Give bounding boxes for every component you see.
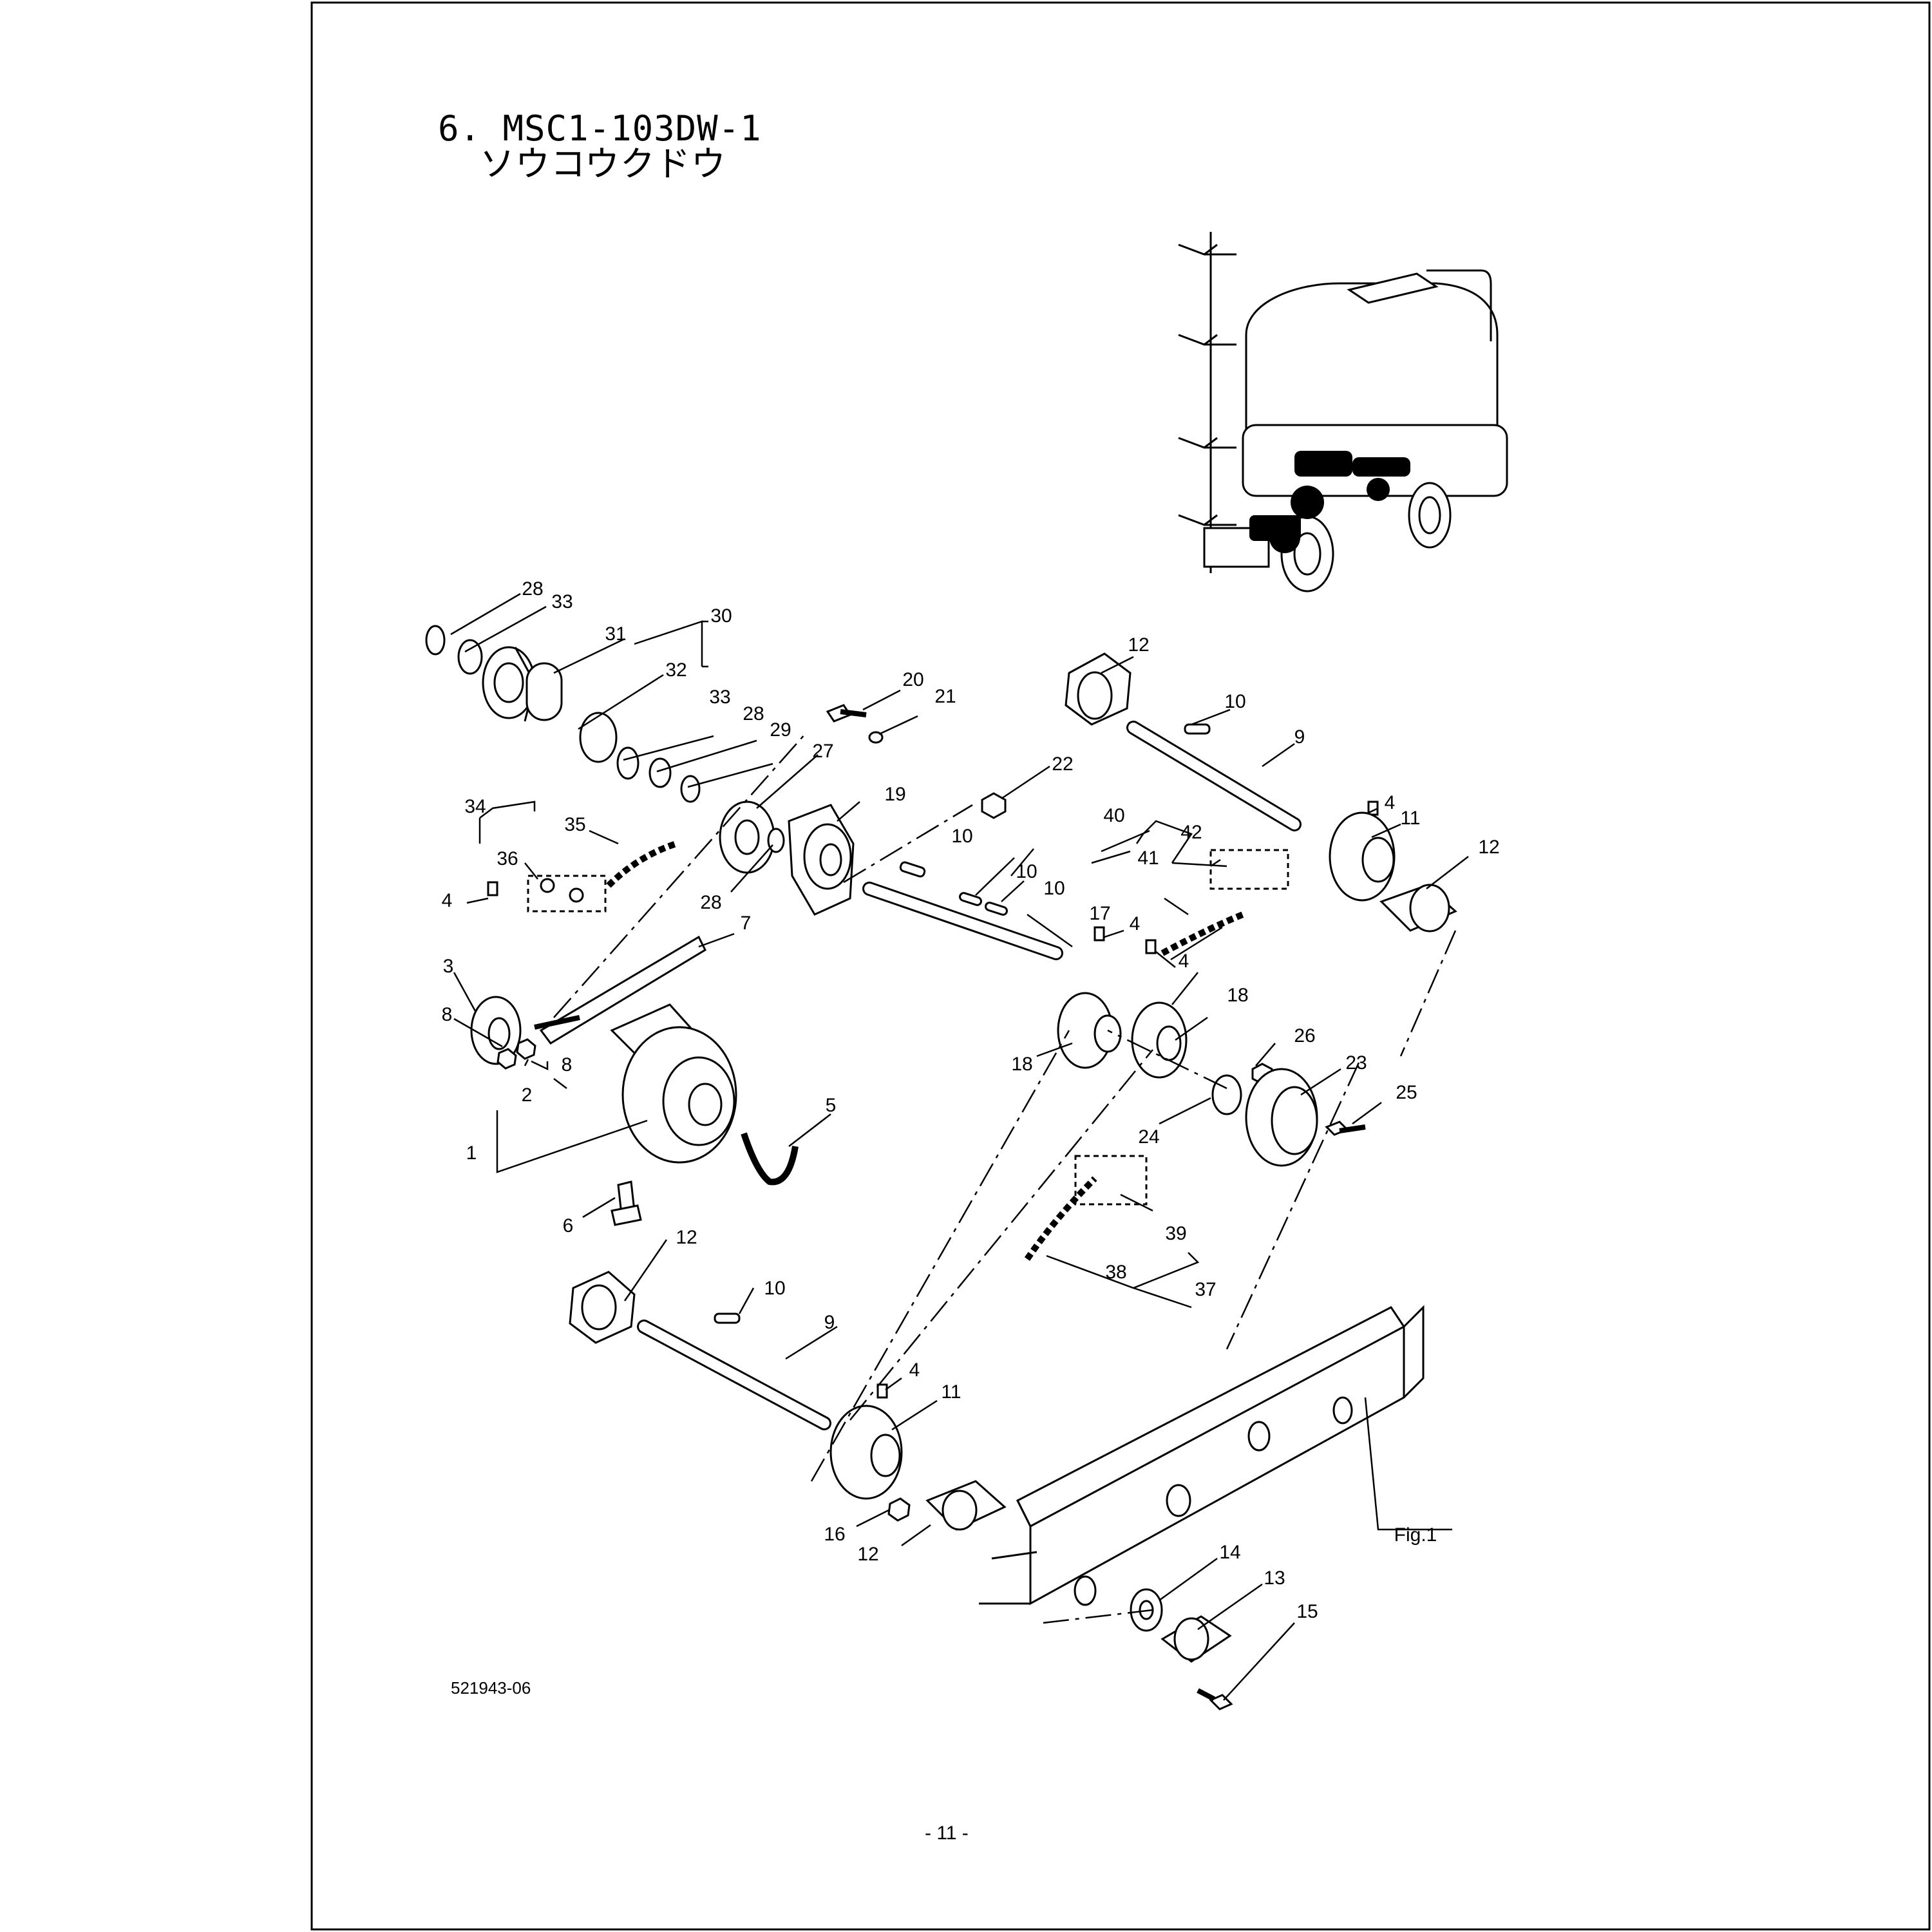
callout-34: 34: [464, 796, 486, 817]
page-border: [310, 1, 1931, 1931]
document-code: 521943-06: [451, 1678, 531, 1698]
callout-25: 25: [1396, 1082, 1417, 1103]
callout-4: 4: [1179, 951, 1189, 972]
callout-29: 29: [770, 719, 791, 741]
callout-27: 27: [812, 741, 833, 762]
callout-10: 10: [951, 826, 972, 847]
page-number: - 11 -: [925, 1823, 969, 1844]
callout-22: 22: [1052, 753, 1073, 775]
callout-5: 5: [826, 1095, 837, 1116]
callout-30: 30: [710, 605, 732, 627]
callout-13: 13: [1264, 1567, 1285, 1589]
callout-41: 41: [1137, 848, 1159, 869]
chain-34: [527, 840, 677, 913]
callout-24: 24: [1138, 1126, 1159, 1148]
callout-28: 28: [522, 578, 543, 600]
callout-33: 33: [709, 687, 730, 708]
callout-10: 10: [1043, 878, 1065, 899]
callout-1: 1: [466, 1142, 477, 1164]
exploded-parts: [425, 625, 1457, 1710]
callout-7: 7: [741, 913, 752, 934]
callout-17: 17: [1089, 903, 1110, 924]
callout-12: 12: [1128, 634, 1149, 656]
callout-36: 36: [497, 848, 518, 869]
callout-39: 39: [1165, 1223, 1186, 1244]
callout-31: 31: [605, 623, 626, 645]
callout-18: 18: [1011, 1054, 1032, 1075]
callout-10: 10: [1224, 691, 1245, 712]
page-subtitle: ソウコウクドウ: [480, 144, 726, 184]
callout-9: 9: [824, 1312, 835, 1333]
callout-8: 8: [562, 1054, 573, 1075]
callout-37: 37: [1195, 1279, 1216, 1300]
callout-3: 3: [443, 956, 454, 977]
callout-14: 14: [1219, 1542, 1240, 1563]
machine-overview-illustration: [1178, 232, 1508, 592]
assembly-lines: [553, 734, 1457, 1624]
callout-12: 12: [1478, 837, 1499, 858]
figure-reference: Fig.1: [1394, 1524, 1437, 1546]
callout-12: 12: [857, 1544, 878, 1565]
callout-11: 11: [941, 1381, 961, 1403]
callout-19: 19: [884, 784, 905, 805]
callout-4: 4: [1385, 792, 1396, 813]
callout-26: 26: [1294, 1025, 1315, 1046]
callout-16: 16: [824, 1524, 845, 1545]
callout-28: 28: [743, 703, 764, 724]
callout-18: 18: [1227, 985, 1248, 1006]
callout-10: 10: [764, 1278, 785, 1299]
callout-9: 9: [1294, 726, 1305, 748]
callout-6: 6: [563, 1215, 574, 1236]
callout-2: 2: [522, 1084, 533, 1106]
callout-33: 33: [551, 591, 573, 612]
callout-21: 21: [934, 686, 956, 707]
callout-23: 23: [1345, 1052, 1367, 1074]
callout-10: 10: [1016, 861, 1037, 882]
callout-4: 4: [1130, 913, 1141, 934]
sprocket-assembly-30: [425, 625, 701, 803]
callout-4: 4: [909, 1359, 920, 1381]
callout-20: 20: [902, 669, 923, 690]
callout-42: 42: [1180, 822, 1202, 843]
callout-28: 28: [700, 892, 721, 913]
callout-38: 38: [1105, 1262, 1126, 1283]
callout-40: 40: [1103, 805, 1124, 826]
callout-11: 11: [1400, 808, 1420, 829]
callout-4: 4: [442, 890, 453, 911]
callout-12: 12: [676, 1227, 697, 1248]
callout-35: 35: [564, 814, 585, 835]
callout-32: 32: [665, 659, 687, 681]
callout-15: 15: [1296, 1601, 1318, 1622]
callout-8: 8: [442, 1004, 453, 1025]
leader-lines: [450, 592, 1469, 1701]
page-title: 6. MSC1-103DW-1: [438, 108, 762, 149]
